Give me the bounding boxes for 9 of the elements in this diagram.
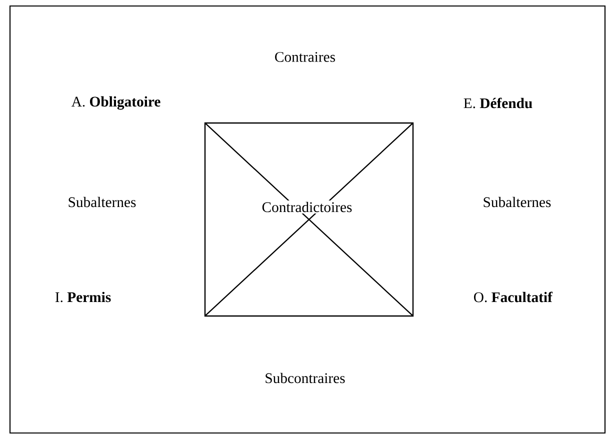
relation-label: Subalternes xyxy=(481,196,553,208)
term-label: O. Facultatif xyxy=(474,292,553,302)
term-label: I. Permis xyxy=(55,292,111,302)
relation-label: Subalternes xyxy=(66,196,138,208)
term-label: E. Défendu xyxy=(464,98,532,108)
relation-label: Contradictoires xyxy=(260,200,354,214)
relation-label: Subcontraires xyxy=(263,372,347,384)
term-label: A. Obligatoire xyxy=(71,96,160,110)
relation-label: Contraires xyxy=(273,50,337,64)
